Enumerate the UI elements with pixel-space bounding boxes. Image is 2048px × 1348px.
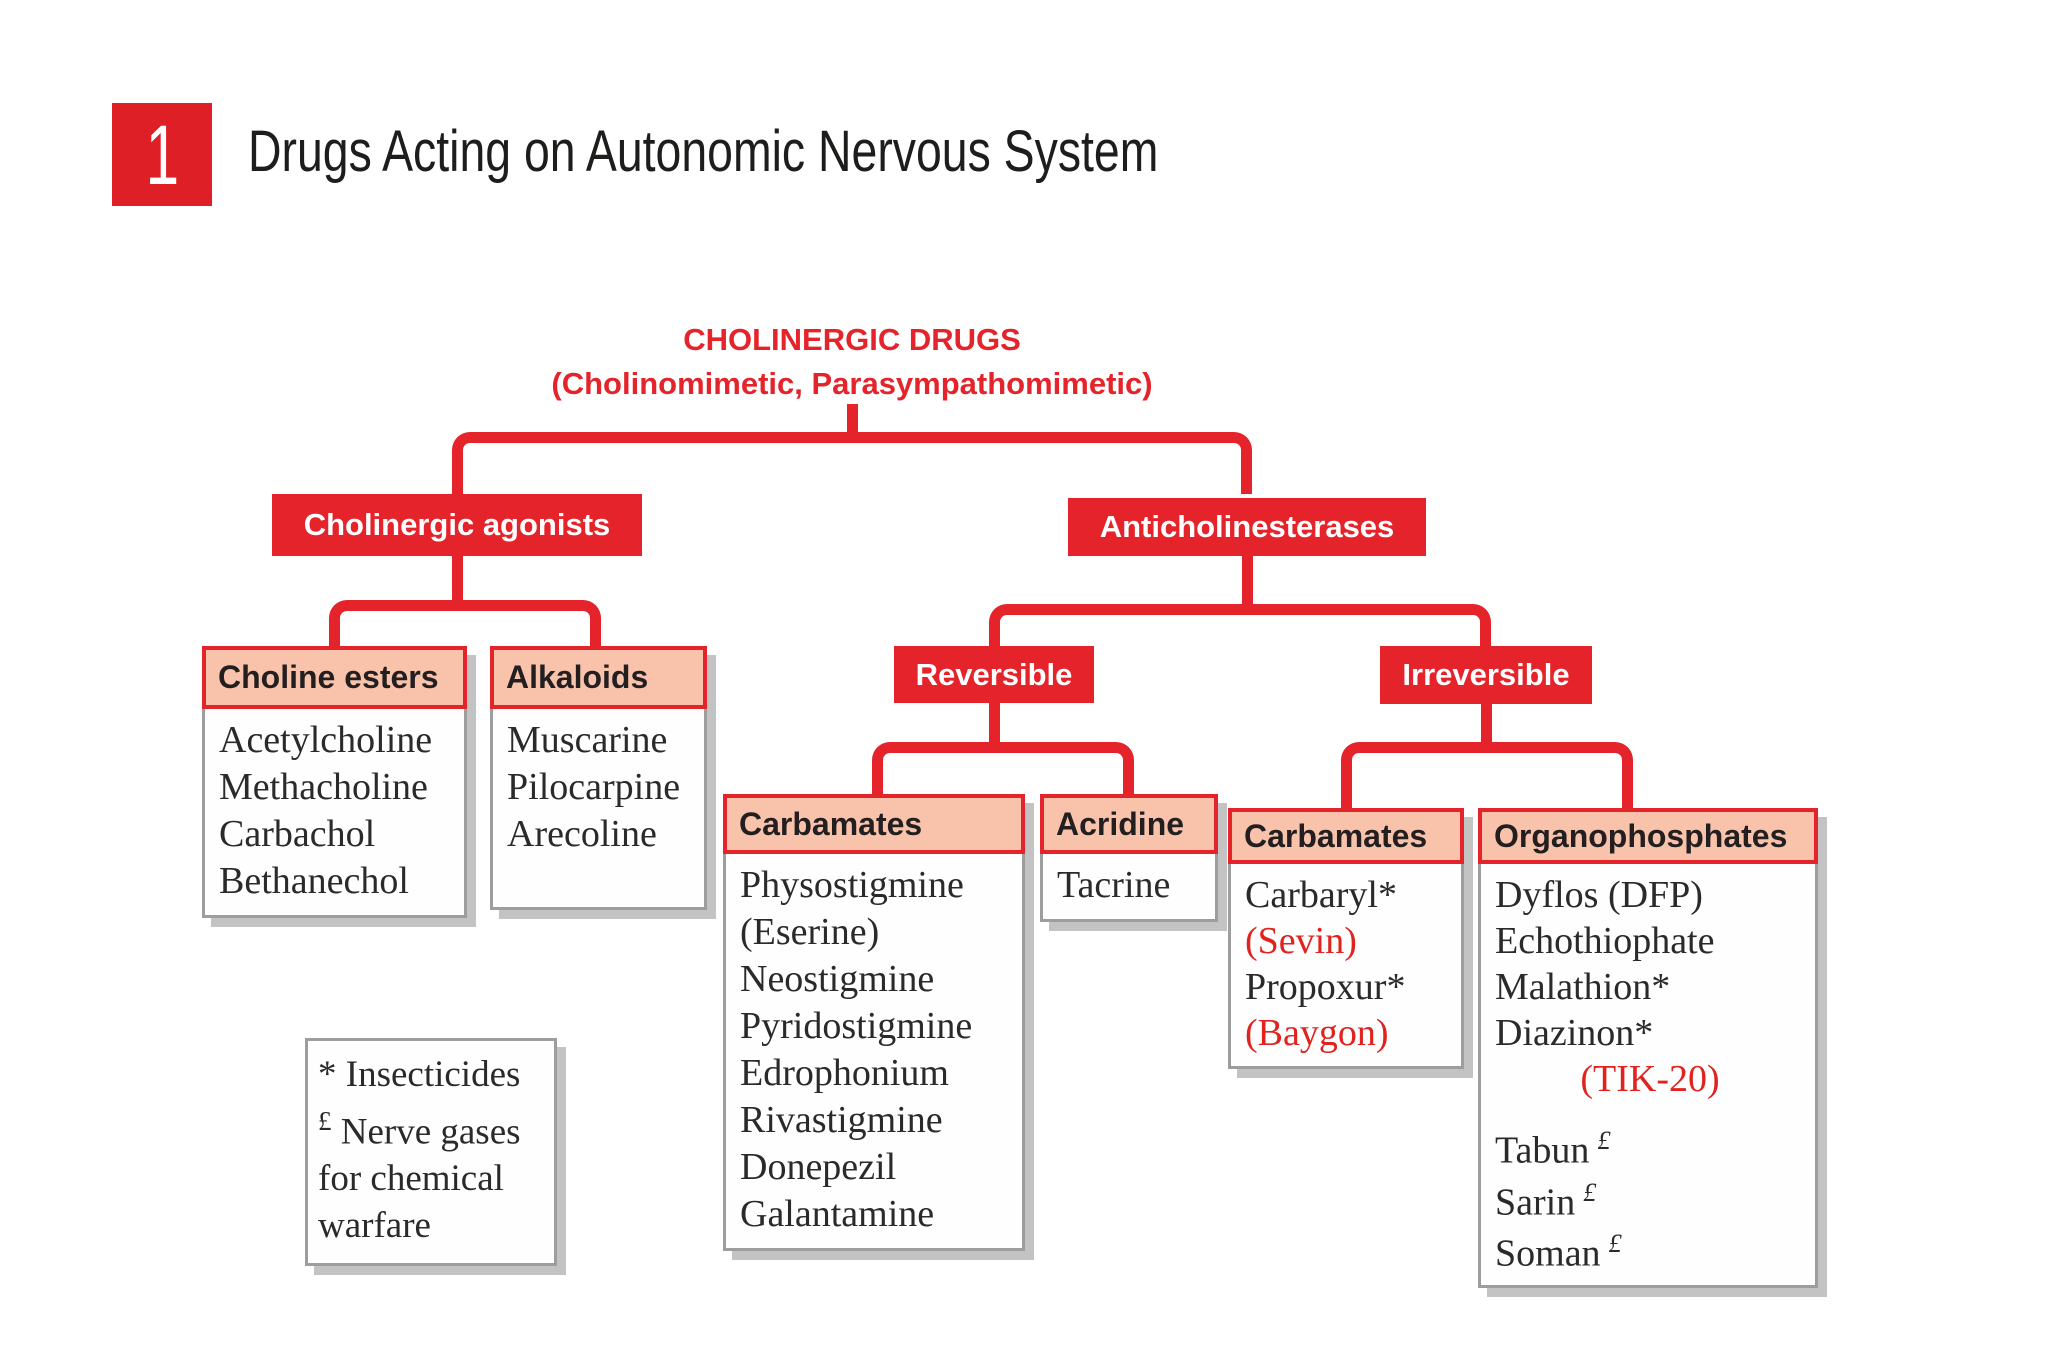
list-item: Pyridostigmine xyxy=(740,1005,973,1047)
list-item: Pilocarpine xyxy=(507,766,681,808)
chapter-number-badge: 1 xyxy=(112,103,212,206)
node-irreversible: Irreversible xyxy=(1380,646,1592,704)
list-item: Neostigmine xyxy=(740,958,935,1000)
group-organophosphates-list: Dyflos (DFP) Echothiophate Malathion* Di… xyxy=(1478,864,1818,1288)
list-item: Carbachol xyxy=(219,813,376,855)
list-item: Methacholine xyxy=(219,766,428,808)
chapter-number: 1 xyxy=(145,107,179,202)
root-title: CHOLINERGIC DRUGS xyxy=(683,322,1021,357)
connector-reversible-bracket xyxy=(872,742,1134,794)
group-organophosphates-header: Organophosphates xyxy=(1478,808,1818,864)
node-cholinergic-agonists-label: Cholinergic agonists xyxy=(303,507,611,542)
group-acridine: Acridine Tacrine xyxy=(1040,794,1218,922)
group-choline-esters-header: Choline esters xyxy=(202,646,467,709)
list-item: Malathion* xyxy=(1495,966,1671,1008)
group-alkaloids: Alkaloids Muscarine Pilocarpine Arecolin… xyxy=(490,646,707,910)
nerve-gas-marker: £ xyxy=(1583,1177,1597,1207)
node-reversible: Reversible xyxy=(894,646,1094,703)
group-carbamates-reversible-list: Physostigmine (Eserine) Neostigmine Pyri… xyxy=(723,854,1025,1251)
list-item: Edrophonium xyxy=(740,1052,949,1094)
node-irreversible-label: Irreversible xyxy=(1402,657,1570,692)
list-item: Galantamine xyxy=(740,1193,935,1235)
group-carbamates-irreversible-list: Carbaryl* (Sevin) Propoxur* (Baygon) xyxy=(1228,864,1464,1069)
footnote-text: Nerve gases xyxy=(331,1111,521,1153)
page-title: Drugs Acting on Autonomic Nervous System xyxy=(248,119,1159,184)
nerve-gas-marker: £ xyxy=(1608,1229,1622,1259)
footnote-marker: * xyxy=(318,1054,346,1095)
list-spacer xyxy=(1495,1102,1805,1120)
group-carbamates-reversible-header: Carbamates xyxy=(723,794,1025,854)
group-carbamates-irreversible: Carbamates Carbaryl* (Sevin) Propoxur* (… xyxy=(1228,808,1464,1069)
group-choline-esters-list: Acetylcholine Methacholine Carbachol Bet… xyxy=(202,709,467,918)
footnote-box: * Insecticides £ Nerve gases for chemica… xyxy=(305,1038,557,1267)
footnote-line: warfare xyxy=(318,1202,546,1249)
list-item: Rivastigmine xyxy=(740,1099,943,1141)
list-item: (Sevin) xyxy=(1245,920,1357,962)
group-organophosphates: Organophosphates Dyflos (DFP) Echothioph… xyxy=(1478,808,1818,1288)
footnote-line: for chemical xyxy=(318,1155,546,1202)
footnote-line: * Insecticides xyxy=(318,1051,546,1098)
list-item: Diazinon* xyxy=(1495,1012,1654,1054)
list-item: Acetylcholine xyxy=(219,719,433,761)
connector-irreversible-bracket xyxy=(1341,742,1633,808)
list-item: Arecoline xyxy=(507,813,657,855)
list-item: (Eserine) xyxy=(740,911,880,953)
connector-root-stem xyxy=(847,404,858,432)
connector-root-bracket xyxy=(452,432,1252,494)
group-acridine-header: Acridine xyxy=(1040,794,1218,854)
list-item: Propoxur* xyxy=(1245,966,1406,1008)
drug-name: Sarin xyxy=(1495,1181,1576,1224)
connector-agonists-bracket xyxy=(329,600,601,646)
node-reversible-label: Reversible xyxy=(915,656,1073,692)
group-alkaloids-header: Alkaloids xyxy=(490,646,707,709)
node-cholinergic-agonists: Cholinergic agonists xyxy=(272,494,642,556)
footnote-marker: £ xyxy=(318,1106,332,1136)
footnote-text: Insecticides xyxy=(345,1054,521,1095)
list-item: Sarin£ xyxy=(1495,1172,1805,1224)
list-item: Donepezil xyxy=(740,1146,897,1188)
footnote-text: warfare xyxy=(318,1205,431,1247)
list-item: Tabun£ xyxy=(1495,1120,1805,1172)
list-item: Physostigmine xyxy=(740,864,964,906)
list-item: (Baygon) xyxy=(1245,1012,1389,1054)
connector-reversible-stem xyxy=(989,703,1000,742)
drug-name: Tabun xyxy=(1495,1129,1590,1172)
root-subtitle: (Cholinomimetic, Parasympathomimetic) xyxy=(551,366,1153,401)
drug-name: Soman xyxy=(1495,1232,1601,1275)
connector-agonists-stem xyxy=(452,556,463,600)
list-item: Soman£ xyxy=(1495,1223,1805,1275)
connector-anticholinesterases-stem xyxy=(1242,556,1253,604)
list-item: Bethanechol xyxy=(219,860,409,902)
connector-anticholinesterases-bracket xyxy=(989,604,1491,646)
group-acridine-list: Tacrine xyxy=(1040,854,1218,922)
list-item: Dyflos (DFP) xyxy=(1495,874,1703,916)
nerve-gas-marker: £ xyxy=(1597,1126,1611,1155)
footnote-line: £ Nerve gases xyxy=(318,1098,546,1155)
node-anticholinesterases: Anticholinesterases xyxy=(1068,498,1426,556)
list-item: (TIK-20) xyxy=(1580,1058,1720,1100)
footnote-text: for chemical xyxy=(318,1158,504,1200)
group-choline-esters: Choline esters Acetylcholine Methacholin… xyxy=(202,646,467,918)
group-carbamates-reversible: Carbamates Physostigmine (Eserine) Neost… xyxy=(723,794,1025,1251)
list-item: Muscarine xyxy=(507,719,668,761)
connector-irreversible-stem xyxy=(1481,704,1492,742)
node-anticholinesterases-label: Anticholinesterases xyxy=(1099,509,1395,544)
group-carbamates-irreversible-header: Carbamates xyxy=(1228,808,1464,864)
list-item: Echothiophate xyxy=(1495,920,1715,962)
root-heading: CHOLINERGIC DRUGS (Cholinomimetic, Paras… xyxy=(452,318,1252,406)
group-alkaloids-list: Muscarine Pilocarpine Arecoline xyxy=(490,709,707,910)
list-item: Tacrine xyxy=(1057,864,1171,906)
list-item: Carbaryl* xyxy=(1245,874,1397,916)
